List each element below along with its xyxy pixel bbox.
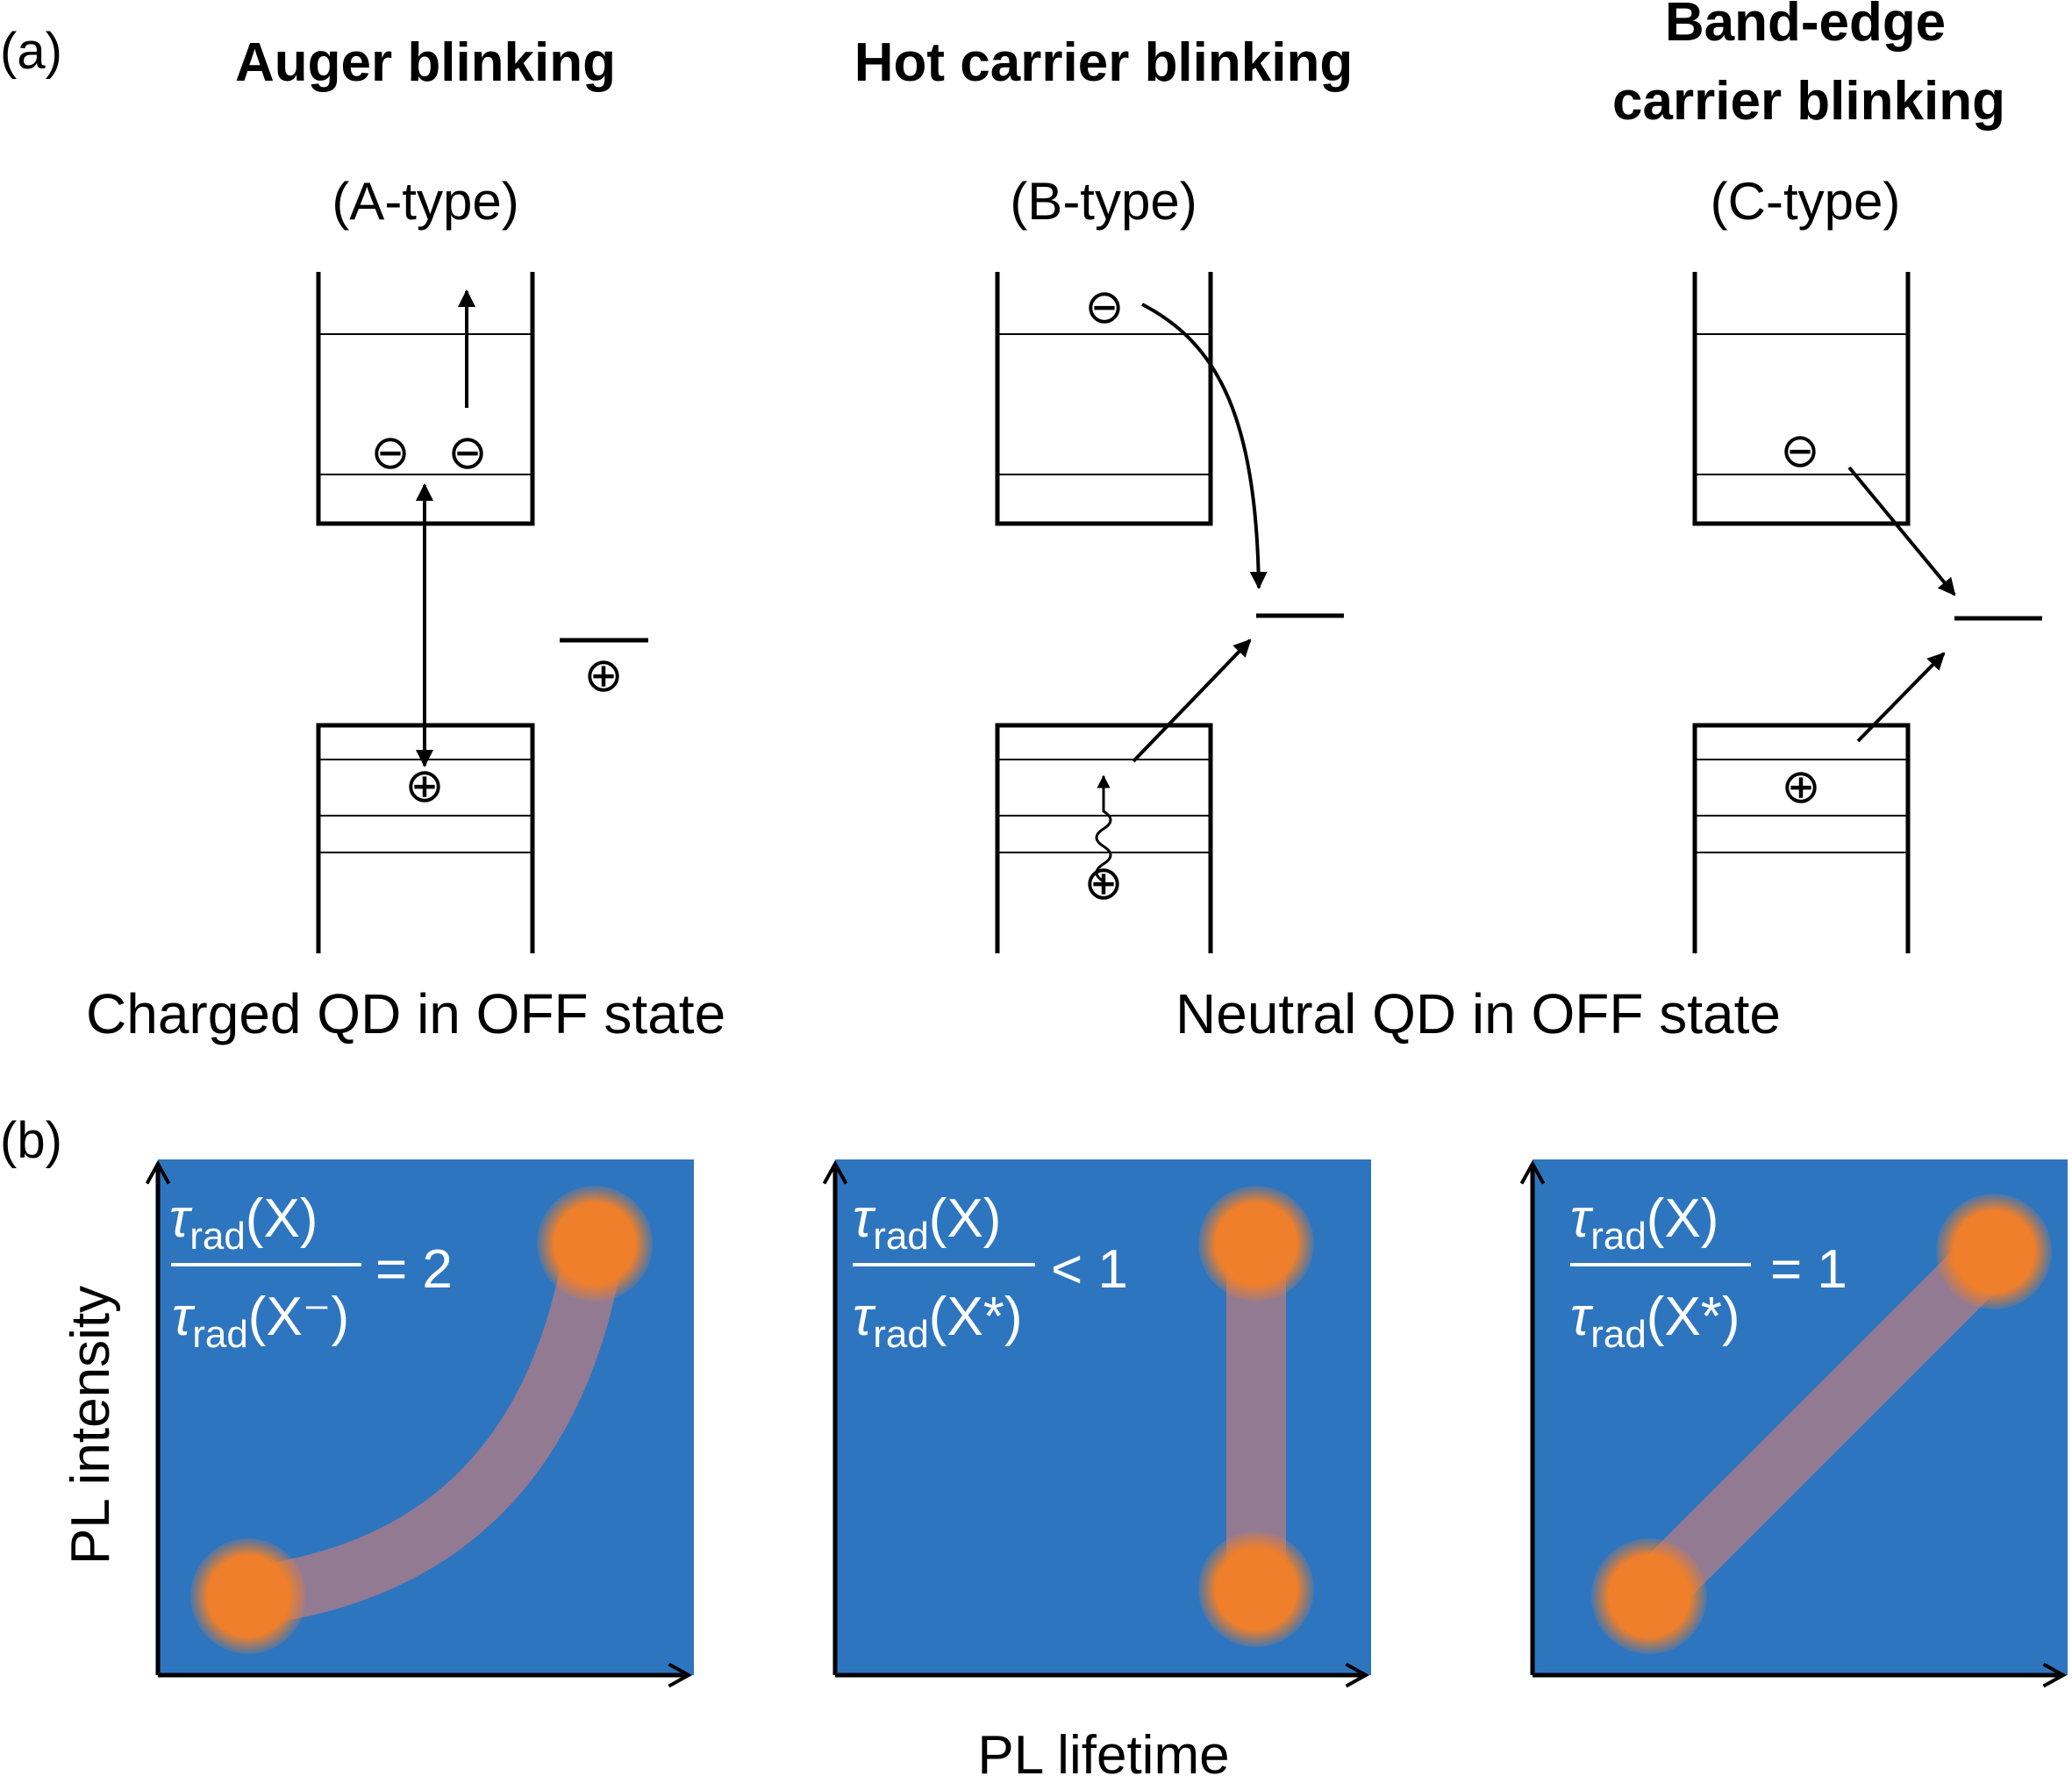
c-electron-trapping-arrow [1847, 466, 1956, 596]
hot-carrier-trajectory-plot: τrad(X) τrad(X*) < 1 [822, 1159, 1371, 1688]
plot-1-on-state-dot [537, 1186, 653, 1302]
charged-qd-caption: Charged QD in OFF state [86, 982, 725, 1045]
b-valence-band-well [995, 723, 1213, 953]
plot-3-relation: = 1 [1770, 1239, 1847, 1300]
svg-text:τrad(X): τrad(X) [1570, 1188, 1718, 1258]
plot-1-trajectory [218, 1214, 625, 1626]
formula-argument: (X) [1647, 1188, 1719, 1249]
formula-argument: (X*) [1647, 1287, 1740, 1347]
c-band-edge-electron: ⊖ [1780, 424, 1819, 477]
svg-text:τrad(X*): τrad(X*) [1570, 1287, 1740, 1356]
panel-b-label: (b) [0, 1112, 62, 1169]
svg-text:τrad(X*): τrad(X*) [853, 1287, 1023, 1356]
formula-tau: τ [853, 1287, 876, 1347]
formula-subscript: rad [189, 1215, 246, 1258]
auger-trajectory-plot: τrad(X) τrad(X⁻) = 2 [145, 1159, 694, 1688]
formula-argument: (X) [929, 1188, 1002, 1249]
plot-2-ratio-formula: τrad(X) τrad(X*) < 1 [853, 1188, 1128, 1356]
panel-a: (a) Auger blinking Hot carrier blinking … [0, 0, 2042, 1045]
a-type-diagram: ⊖ ⊖ ⊕ ⊕ [316, 272, 648, 953]
formula-tau: τ [169, 1188, 193, 1249]
svg-text:τrad(X): τrad(X) [853, 1188, 1001, 1258]
c-type-label: (C-type) [1711, 172, 1901, 231]
a-electron-1: ⊖ [370, 426, 410, 479]
formula-argument: (X) [246, 1188, 318, 1249]
svg-text:τrad(X⁻): τrad(X⁻) [172, 1287, 349, 1356]
band-edge-trajectory-plot: τrad(X) τrad(X*) = 1 [1519, 1159, 2068, 1688]
formula-subscript: rad [873, 1313, 929, 1356]
plot-3-ratio-formula: τrad(X) τrad(X*) = 1 [1570, 1188, 1847, 1356]
formula-argument: (X*) [929, 1287, 1023, 1347]
formula-argument: (X⁻) [248, 1287, 349, 1347]
plot-1-ratio-formula: τrad(X) τrad(X⁻) = 2 [169, 1188, 453, 1356]
a-trapped-hole: ⊕ [583, 649, 623, 702]
plot-3-trajectory [1627, 1230, 2016, 1618]
a-type-label: (A-type) [332, 172, 518, 231]
a-hole-in-well: ⊕ [404, 760, 444, 812]
x-axis-label: PL lifetime [977, 1725, 1229, 1776]
b-hot-electron-trapping-arrow [1141, 303, 1268, 589]
hot-carrier-title: Hot carrier blinking [854, 32, 1353, 93]
c-band-edge-hole: ⊕ [1781, 760, 1820, 813]
plot-1-relation: = 2 [375, 1239, 453, 1300]
plot-2-on-state-dot [1198, 1186, 1314, 1302]
formula-tau: τ [1570, 1188, 1594, 1249]
plot-3-off-state-dot [1591, 1538, 1707, 1654]
b-hole-relaxation-squiggle [1095, 774, 1112, 883]
c-type-diagram: ⊖ ⊕ [1692, 272, 2042, 953]
formula-tau: τ [1570, 1287, 1594, 1347]
b-hole: ⊕ [1083, 857, 1123, 909]
band-edge-title-line1: Band-edge [1665, 0, 1946, 53]
b-type-diagram: ⊖ ⊕ [995, 272, 1344, 953]
plot-2-relation: < 1 [1051, 1239, 1128, 1300]
formula-tau: τ [853, 1188, 876, 1249]
formula-subscript: rad [1590, 1215, 1647, 1258]
plot-2-off-state-dot [1198, 1531, 1314, 1647]
formula-tau: τ [172, 1287, 196, 1347]
y-axis-label: PL intensity [61, 1286, 121, 1565]
b-conduction-band-well [995, 272, 1213, 526]
b-hot-electron: ⊖ [1084, 281, 1124, 333]
auger-title: Auger blinking [235, 32, 616, 93]
formula-subscript: rad [192, 1313, 248, 1356]
panel-b: (b) PL intensity PL lifetime τrad(X) τra… [0, 1112, 2068, 1776]
panel-a-label: (a) [0, 23, 62, 80]
c-conduction-band-well [1692, 272, 1911, 526]
a-electron-2: ⊖ [447, 426, 487, 479]
band-edge-title-line2: carrier blinking [1612, 71, 2005, 132]
svg-text:τrad(X): τrad(X) [169, 1188, 318, 1258]
b-type-label: (B-type) [1010, 172, 1197, 231]
formula-subscript: rad [1590, 1313, 1647, 1356]
c-valence-band-well [1692, 723, 1911, 953]
c-hole-trapping-arrow [1856, 652, 1946, 743]
plot-1-off-state-dot [190, 1538, 306, 1654]
neutral-qd-caption: Neutral QD in OFF state [1175, 982, 1781, 1045]
plot-3-on-state-dot [1936, 1194, 2052, 1309]
formula-subscript: rad [873, 1215, 929, 1258]
b-hole-trapping-arrow [1132, 638, 1252, 763]
